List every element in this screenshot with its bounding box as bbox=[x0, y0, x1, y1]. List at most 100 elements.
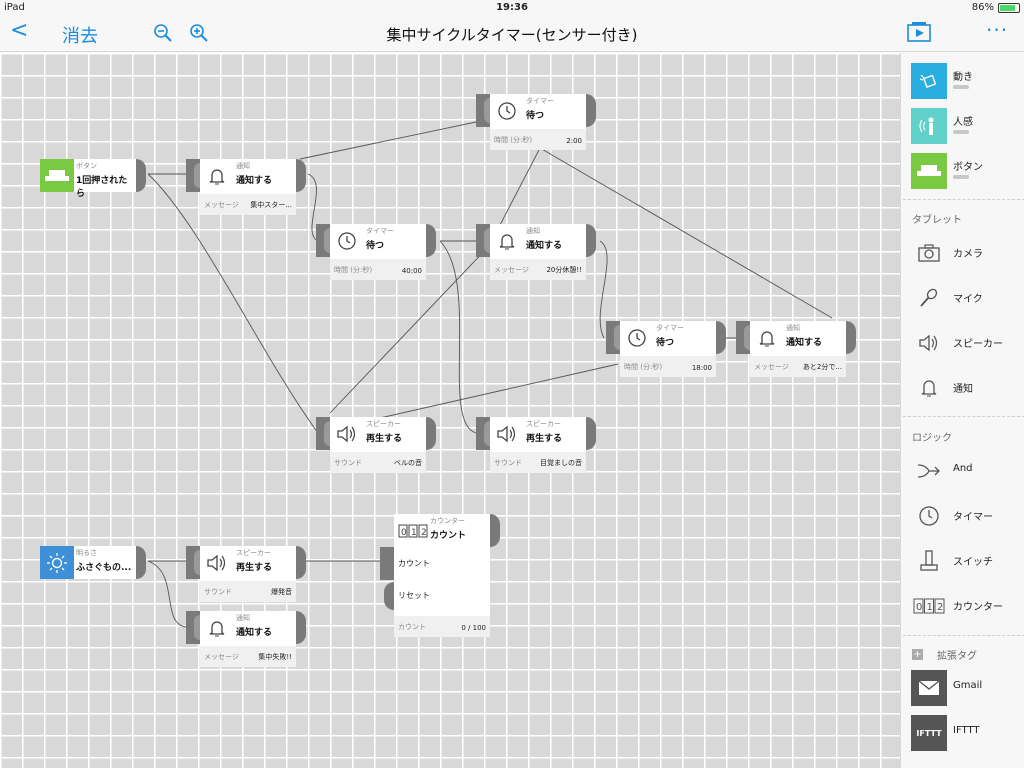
block-category: スピーカー bbox=[366, 420, 401, 428]
count-input-port[interactable] bbox=[380, 547, 394, 580]
notify-block[interactable]: 通知 通知する メッセージ あと2分で... bbox=[736, 321, 856, 377]
svg-text:0: 0 bbox=[401, 528, 407, 538]
input-port[interactable] bbox=[186, 159, 200, 192]
param-label: メッセージ bbox=[754, 363, 789, 371]
param-value: 2:00 bbox=[566, 137, 582, 145]
speaker-icon bbox=[911, 325, 947, 361]
output-port[interactable] bbox=[846, 321, 856, 354]
block-name: 再生する bbox=[366, 434, 403, 444]
zoom-in-icon[interactable] bbox=[188, 22, 210, 44]
output-port[interactable] bbox=[490, 514, 500, 547]
output-port[interactable] bbox=[426, 417, 436, 450]
palette-item-button[interactable]: ボタン bbox=[911, 153, 1021, 193]
palette-item-ifttt[interactable]: IFTTT IFTTT bbox=[911, 715, 1021, 755]
palette-item-label: And bbox=[953, 463, 973, 474]
output-port[interactable] bbox=[136, 546, 146, 579]
timer-block[interactable]: タイマー 待つ 時間 (分:秒) 40:00 bbox=[316, 224, 436, 280]
more-button[interactable]: ··· bbox=[986, 18, 1009, 42]
param-value: あと2分で... bbox=[802, 363, 842, 371]
param-label: 時間 (分:秒) bbox=[624, 363, 663, 371]
button-sensor-block[interactable]: ボタン 1回押されたら bbox=[40, 159, 146, 199]
timer-block[interactable]: タイマー 待つ 時間 (分:秒) 2:00 bbox=[476, 94, 596, 150]
block-category: 通知 bbox=[526, 227, 540, 235]
notify-block[interactable]: 通知 通知する メッセージ 20分休憩!! bbox=[476, 224, 596, 280]
palette-item-camera[interactable]: カメラ bbox=[911, 235, 1021, 275]
palette-item-timer[interactable]: タイマー bbox=[911, 498, 1021, 538]
palette-item-switch[interactable]: スイッチ bbox=[911, 543, 1021, 583]
clock-icon bbox=[624, 325, 650, 351]
speaker-block[interactable]: スピーカー 再生する サウンド 目覚ましの音 bbox=[476, 417, 596, 473]
bell-icon bbox=[204, 163, 230, 189]
add-extension-icon[interactable]: + bbox=[912, 649, 923, 660]
block-palette[interactable]: 動き 人感 ボタン タブレット カメラ マイク スピーカー bbox=[900, 53, 1024, 768]
block-category: タイマー bbox=[366, 227, 394, 235]
input-port[interactable] bbox=[316, 224, 330, 257]
palette-item-mic[interactable]: マイク bbox=[911, 280, 1021, 320]
block-category: カウンター bbox=[430, 517, 465, 525]
input-port[interactable] bbox=[186, 546, 200, 579]
switch-icon bbox=[911, 543, 947, 579]
section-logic: ロジック bbox=[912, 433, 952, 444]
program-canvas[interactable]: ボタン 1回押されたら 通知 通知する メッセージ 集中スター... タイマー … bbox=[0, 53, 900, 768]
timer-block[interactable]: タイマー 待つ 時間 (分:秒) 18:00 bbox=[606, 321, 726, 377]
input-port[interactable] bbox=[606, 321, 620, 354]
input-port[interactable] bbox=[476, 224, 490, 257]
speaker-block[interactable]: スピーカー 再生する サウンド ベルの音 bbox=[316, 417, 436, 473]
notify-block[interactable]: 通知 通知する メッセージ 集中スター... bbox=[186, 159, 306, 215]
reset-input-port[interactable] bbox=[384, 582, 394, 610]
human-sensor-icon bbox=[911, 108, 947, 144]
count-input-label: カウント bbox=[398, 559, 430, 568]
output-port[interactable] bbox=[426, 224, 436, 257]
output-port[interactable] bbox=[586, 94, 596, 127]
delete-button[interactable]: 消去 bbox=[62, 26, 98, 47]
camera-icon bbox=[911, 235, 947, 271]
palette-item-human[interactable]: 人感 bbox=[911, 108, 1021, 148]
block-name: ふさぐもの... bbox=[76, 563, 132, 573]
block-name: 1回押されたら bbox=[76, 176, 128, 199]
clock-icon bbox=[911, 498, 947, 534]
block-category: スピーカー bbox=[236, 549, 271, 557]
input-port[interactable] bbox=[476, 417, 490, 450]
palette-item-and[interactable]: And bbox=[911, 453, 1021, 493]
notify-block[interactable]: 通知 通知する メッセージ 集中失敗!! bbox=[186, 611, 306, 667]
divider bbox=[903, 635, 1024, 636]
block-name: 待つ bbox=[526, 111, 545, 121]
block-name: 再生する bbox=[526, 434, 563, 444]
block-footer: 時間 (分:秒) 40:00 bbox=[330, 259, 426, 280]
block-category: 通知 bbox=[786, 324, 800, 332]
svg-text:1: 1 bbox=[927, 602, 933, 613]
input-port[interactable] bbox=[476, 94, 490, 127]
output-port[interactable] bbox=[716, 321, 726, 354]
palette-item-motion[interactable]: 動き bbox=[911, 63, 1021, 103]
output-port[interactable] bbox=[296, 159, 306, 192]
input-port[interactable] bbox=[316, 417, 330, 450]
run-button[interactable] bbox=[906, 21, 934, 49]
output-port[interactable] bbox=[296, 611, 306, 644]
param-label: カウント bbox=[398, 623, 426, 631]
zoom-out-icon[interactable] bbox=[152, 22, 174, 44]
palette-item-indicator bbox=[953, 175, 969, 179]
input-port[interactable] bbox=[736, 321, 750, 354]
back-button[interactable]: < bbox=[10, 18, 29, 43]
light-sensor-block[interactable]: 明るさ ふさぐもの... bbox=[40, 546, 146, 579]
output-port[interactable] bbox=[586, 224, 596, 257]
section-tablet: タブレット bbox=[912, 215, 962, 226]
block-name: 待つ bbox=[656, 338, 675, 348]
palette-item-speaker[interactable]: スピーカー bbox=[911, 325, 1021, 365]
and-merge-icon bbox=[911, 453, 947, 489]
output-port[interactable] bbox=[586, 417, 596, 450]
palette-item-label: 通知 bbox=[953, 384, 973, 395]
palette-item-label: タイマー bbox=[953, 512, 993, 523]
speaker-icon bbox=[494, 421, 520, 447]
palette-item-notify[interactable]: 通知 bbox=[911, 370, 1021, 410]
input-port[interactable] bbox=[186, 611, 200, 644]
param-value: 目覚ましの音 bbox=[540, 459, 582, 467]
palette-item-gmail[interactable]: Gmail bbox=[911, 670, 1021, 710]
speaker-icon bbox=[334, 421, 360, 447]
speaker-block[interactable]: スピーカー 再生する サウンド 爆発音 bbox=[186, 546, 306, 602]
output-port[interactable] bbox=[136, 159, 146, 192]
svg-text:0: 0 bbox=[916, 602, 922, 613]
output-port[interactable] bbox=[296, 546, 306, 579]
